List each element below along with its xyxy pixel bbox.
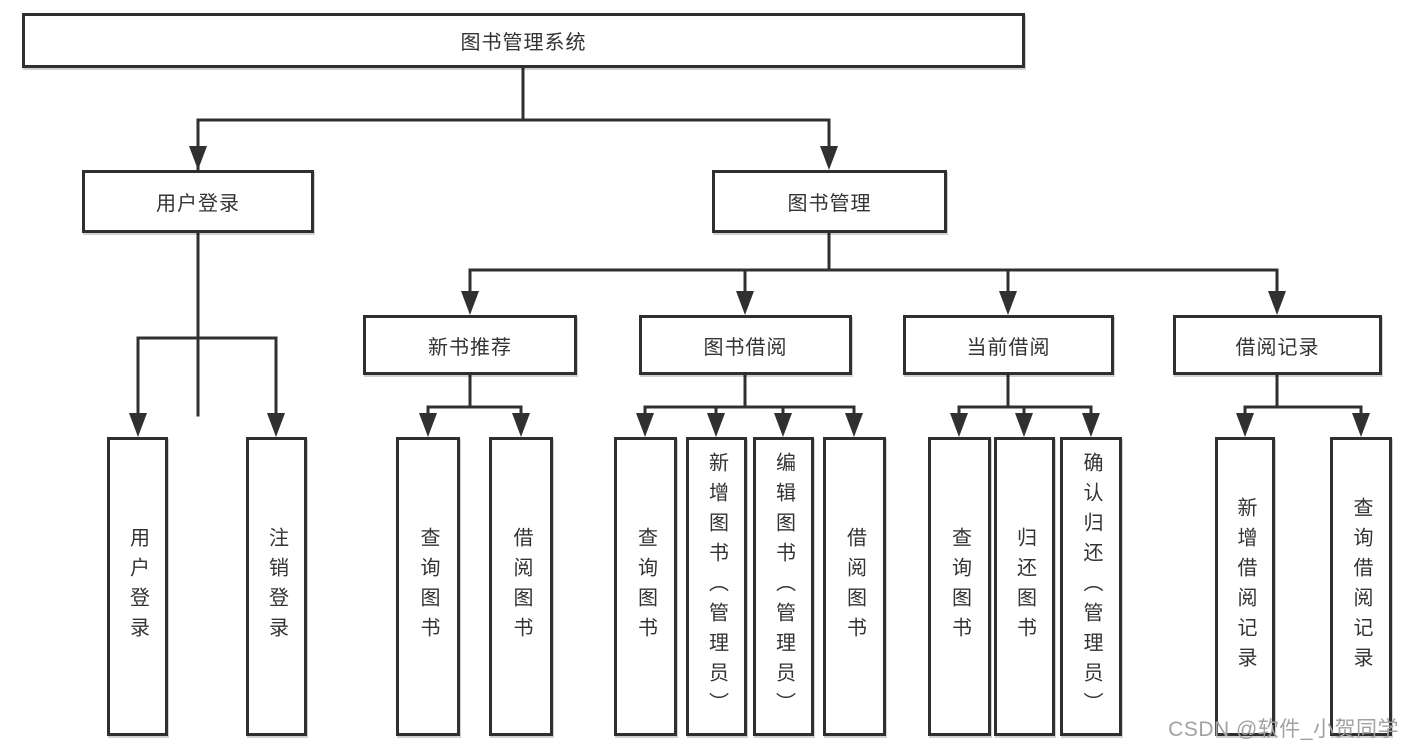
leaf-borrow-edit-books-admin: 编辑图书（管理员） [753, 437, 814, 736]
leaf-user-login: 用户登录 [107, 437, 168, 736]
leaf-borrow-add-books-admin: 新增图书（管理员） [686, 437, 747, 736]
leaf-borrow-borrow-books: 借阅图书 [823, 437, 886, 736]
connector-rec-to-leaves [419, 373, 530, 437]
node-current-borrow: 当前借阅 [903, 315, 1114, 375]
connector-record-to-leaves [1236, 373, 1370, 437]
connector-mgmt-to-level3 [461, 231, 1286, 315]
leaf-record-add-borrow-record: 新增借阅记录 [1215, 437, 1275, 736]
csdn-watermark: CSDN @软件_小贺同学 [1168, 718, 1399, 741]
connector-borrow-to-leaves [636, 373, 863, 437]
node-book-borrow: 图书借阅 [639, 315, 852, 375]
leaf-logout: 注销登录 [246, 437, 307, 736]
leaf-current-return-books: 归还图书 [994, 437, 1055, 736]
connector-login-to-leaves [129, 231, 285, 437]
leaf-rec-query-books: 查询图书 [396, 437, 460, 736]
leaf-borrow-query-books: 查询图书 [614, 437, 677, 736]
leaf-current-confirm-return-admin: 确认归还（管理员） [1060, 437, 1122, 736]
node-user-login: 用户登录 [82, 170, 314, 233]
leaf-current-query-books: 查询图书 [928, 437, 991, 736]
node-borrow-record: 借阅记录 [1173, 315, 1382, 375]
leaf-record-query-borrow-record: 查询借阅记录 [1330, 437, 1392, 736]
leaf-rec-borrow-books: 借阅图书 [489, 437, 553, 736]
node-book-management: 图书管理 [712, 170, 947, 233]
node-library-system: 图书管理系统 [22, 13, 1025, 68]
connector-current-to-leaves [950, 373, 1100, 437]
node-new-book-recommend: 新书推荐 [363, 315, 577, 375]
